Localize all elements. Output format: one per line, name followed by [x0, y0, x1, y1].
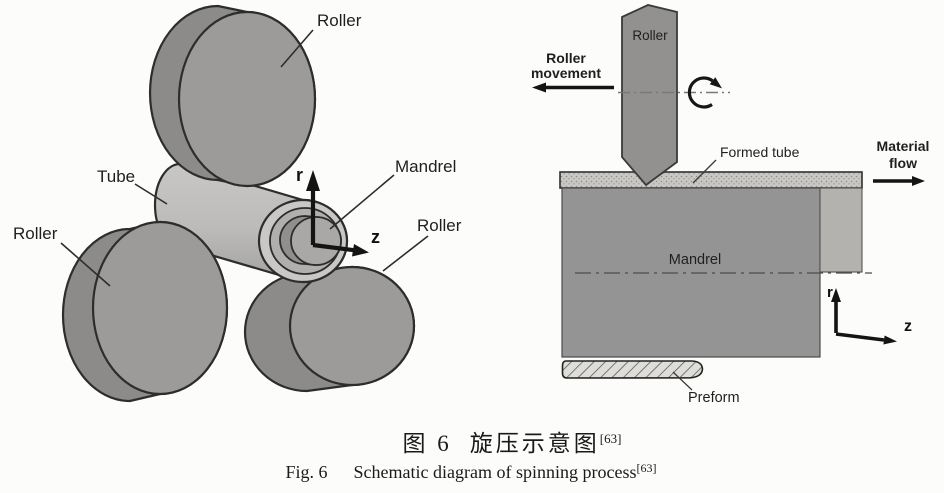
roller-bottom-left	[61, 220, 229, 403]
label-material-flow-1: Material	[877, 138, 930, 154]
mandrel-cylinder	[279, 215, 342, 266]
right-section-spinning-diagram: Roller Roller movement Material flow For…	[531, 4, 930, 406]
caption-zh-text: 旋压示意图	[469, 431, 600, 456]
label-roller-movement-1: Roller	[546, 50, 586, 66]
left-3d-spinning-diagram: r z Roller Tube Roller Mandrel Roller	[13, 4, 462, 403]
label-roller-right: Roller	[417, 216, 462, 235]
label-formed-tube: Formed tube	[720, 144, 800, 160]
label-roller-movement-2: movement	[531, 65, 601, 81]
preform-leader	[672, 371, 693, 391]
roller-bottom-right	[243, 265, 416, 393]
axis-z-label: z	[371, 227, 380, 247]
rotation-arrow	[687, 76, 722, 109]
right-axes	[834, 301, 885, 342]
caption-chinese: 图 6 旋压示意图[63]	[403, 424, 622, 458]
label-mandrel-right: Mandrel	[669, 252, 721, 268]
axis-r-label: r	[296, 165, 303, 185]
roller-movement-arrow	[532, 82, 614, 93]
axis-z-arrowhead-right	[883, 335, 897, 345]
axis-r-arrowhead-right	[831, 288, 841, 302]
axis-z-arrowhead	[352, 244, 369, 257]
caption-zh-reference: [63]	[599, 431, 622, 446]
caption-en-reference: [63]	[636, 461, 657, 475]
axis-r-arrowhead	[306, 170, 320, 191]
axis-r-label-right: r	[827, 284, 833, 301]
label-preform: Preform	[688, 390, 740, 406]
label-roller-left: Roller	[13, 224, 58, 243]
tube-end-strip	[819, 187, 863, 273]
axis-z-label-right: z	[904, 318, 912, 335]
label-roller-top: Roller	[317, 11, 362, 30]
left-axes	[310, 190, 355, 253]
label-roller: Roller	[632, 28, 668, 43]
formed-tube-leader	[692, 159, 717, 184]
formed-tube-strip	[559, 171, 863, 189]
caption-en-fig: Fig. 6	[285, 462, 328, 482]
preform-strip	[561, 360, 704, 379]
leader-lines	[60, 29, 429, 287]
roller-shape	[621, 4, 678, 187]
roller-top	[148, 4, 317, 188]
label-material-flow-2: flow	[889, 155, 917, 171]
label-mandrel: Mandrel	[395, 157, 456, 176]
caption-zh-fig: 图 6	[402, 431, 452, 456]
material-flow-arrow	[873, 176, 925, 186]
caption-en-text: Schematic diagram of spinning process	[353, 462, 637, 482]
axis-z-line	[312, 242, 355, 253]
caption-english: Fig. 6 Schematic diagram of spinning proc…	[286, 461, 657, 483]
axis-z-line-right	[835, 332, 885, 342]
label-tube: Tube	[97, 167, 135, 186]
